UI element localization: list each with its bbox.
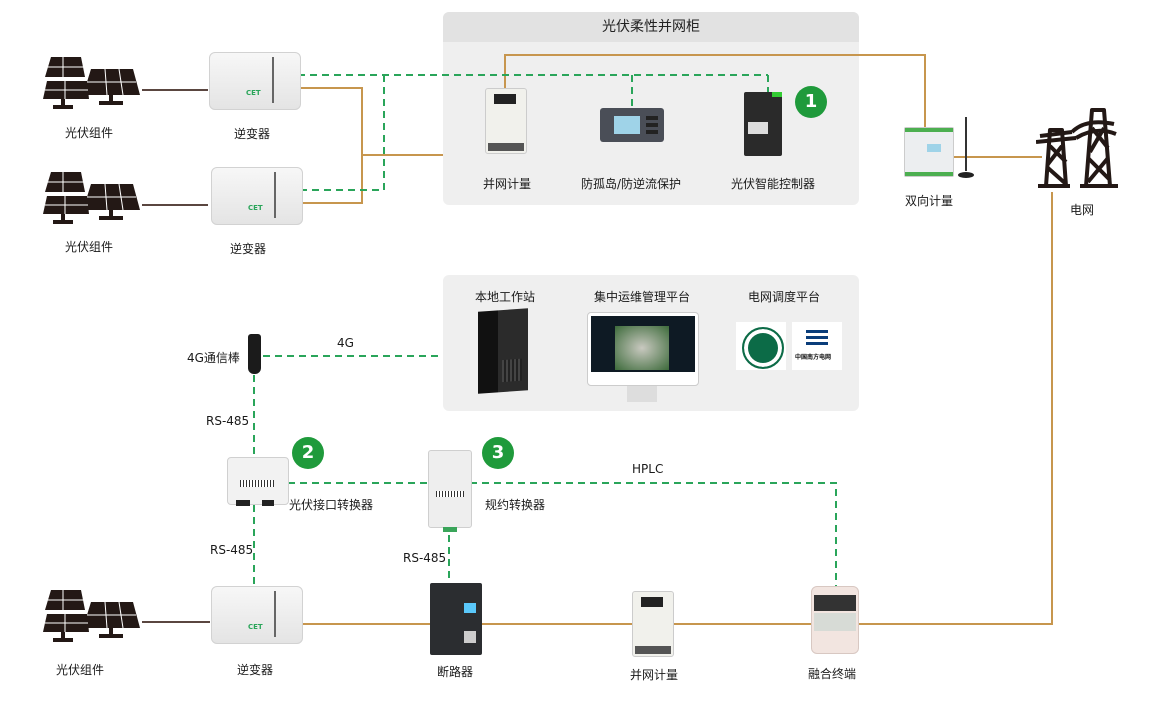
protocol-converter-icon (428, 450, 472, 532)
cabinet-device-label: 光伏智能控制器 (730, 177, 816, 191)
monitor-stand (627, 386, 657, 402)
brand-logo: CET (246, 89, 261, 97)
grid-meter-label: 并网计量 (629, 668, 679, 682)
inverter-icon: CET (209, 52, 301, 110)
4g-dongle-icon (248, 334, 261, 374)
bidirectional-meter-label: 双向计量 (904, 194, 954, 208)
badge-3: 3 (482, 437, 514, 469)
transmission-tower-icon (1036, 108, 1118, 188)
pv-module-label: 光伏组件 (64, 240, 114, 254)
cabinet-title: 光伏柔性并网柜 (443, 12, 859, 42)
comm-line (470, 482, 837, 587)
converter-label: 规约转换器 (485, 498, 546, 512)
inverter-icon: CET (211, 167, 303, 225)
converter-label: 光伏接口转换器 (289, 498, 374, 512)
cabinet-device-label: 防孤岛/防逆流保护 (580, 177, 682, 191)
link-label-4g: 4G (337, 336, 354, 350)
protection-relay-icon (600, 108, 664, 142)
inverter-label: 逆变器 (229, 242, 267, 256)
fusion-terminal-icon (811, 586, 859, 654)
solar-panel-icon (43, 57, 140, 109)
power-line (298, 87, 363, 204)
meter-icon (485, 88, 527, 154)
csg-logo-text: 中国南方电网 (795, 354, 832, 361)
link-label-rs485: RS-485 (210, 543, 254, 557)
pv-interface-converter-icon (227, 457, 289, 506)
grid-label: 电网 (1069, 203, 1095, 217)
pv-module-label: 光伏组件 (55, 663, 105, 677)
fusion-terminal-label: 融合终端 (807, 667, 857, 681)
bidirectional-meter-icon (904, 127, 954, 177)
link-label-rs485: RS-485 (206, 414, 250, 428)
platform-label: 集中运维管理平台 (593, 290, 691, 304)
inverter-icon: CET (211, 586, 303, 644)
solar-panel-icon (43, 172, 140, 224)
pv-module-label: 光伏组件 (64, 126, 114, 140)
cabinet-device-label: 并网计量 (482, 177, 532, 191)
badge-2: 2 (292, 437, 324, 469)
badge-1: 1 (795, 86, 827, 118)
brand-logo: CET (248, 623, 263, 631)
csg-logo: 中国南方电网 (792, 322, 842, 370)
inverter-label: 逆变器 (233, 127, 271, 141)
monitor-dashboard-icon (587, 312, 699, 386)
breaker-label: 断路器 (436, 665, 474, 679)
state-grid-logo (736, 322, 786, 370)
circuit-breaker-icon (430, 583, 482, 655)
smart-controller-icon (744, 92, 782, 156)
platform-label: 电网调度平台 (747, 290, 821, 304)
power-line (300, 192, 1053, 625)
solar-panel-icon (43, 590, 140, 642)
meter-icon (632, 591, 674, 657)
antenna-icon (958, 117, 974, 178)
link-label-hplc: HPLC (632, 462, 664, 476)
power-line (504, 54, 926, 127)
brand-logo: CET (248, 204, 263, 212)
link-label-rs485: RS-485 (403, 551, 447, 565)
inverter-label: 逆变器 (236, 663, 274, 677)
workstation-tower-icon (478, 308, 528, 394)
4g-dongle-label: 4G通信棒 (187, 351, 240, 365)
platform-label: 本地工作站 (474, 290, 536, 304)
comm-line (298, 75, 385, 191)
